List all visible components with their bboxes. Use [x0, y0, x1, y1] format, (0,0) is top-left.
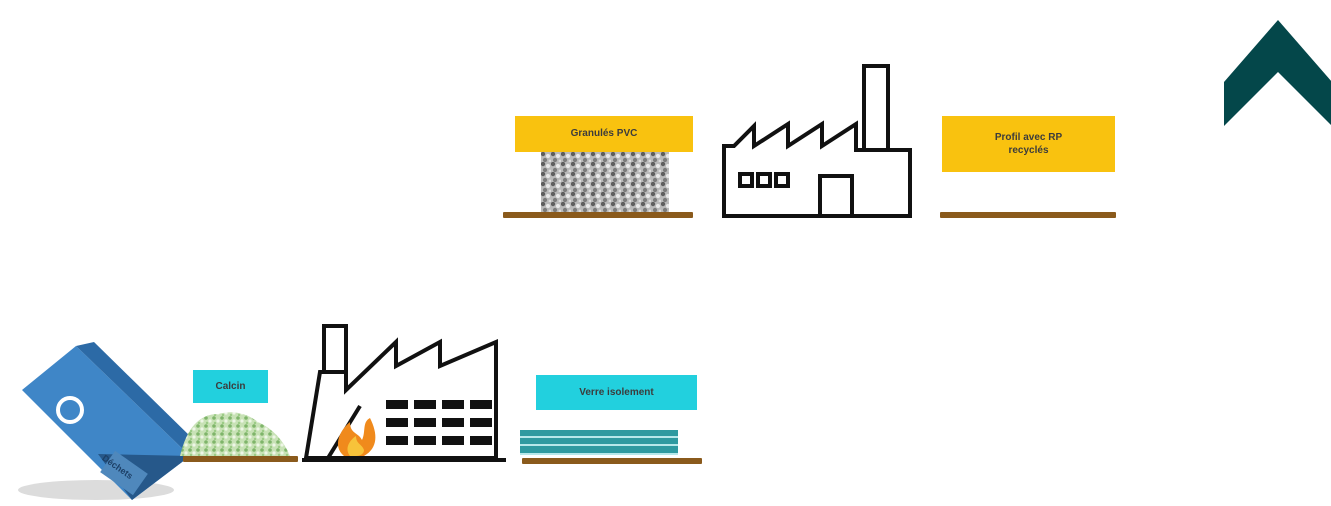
cullet-shelf: [183, 456, 298, 462]
factory-icon: [716, 62, 920, 220]
pvc-shelf: [503, 212, 693, 218]
cullet-pile-image: [180, 408, 290, 456]
chevron-up-icon[interactable]: [1224, 18, 1331, 128]
insulating-glass-label: Verre isolement: [536, 375, 697, 410]
recycled-profile-label: Profil avec RP recyclés: [942, 116, 1115, 172]
cullet-label: Calcin: [193, 370, 268, 403]
recycling-bin-icon: [4, 342, 194, 504]
furnace-factory-icon: [300, 322, 510, 464]
pvc-granules-label: Granulés PVC: [515, 116, 693, 152]
glass-shelf: [522, 458, 702, 464]
pvc-granules-image: [541, 152, 669, 212]
glass-panels-image: [520, 430, 682, 460]
profile-shelf: [940, 212, 1116, 218]
